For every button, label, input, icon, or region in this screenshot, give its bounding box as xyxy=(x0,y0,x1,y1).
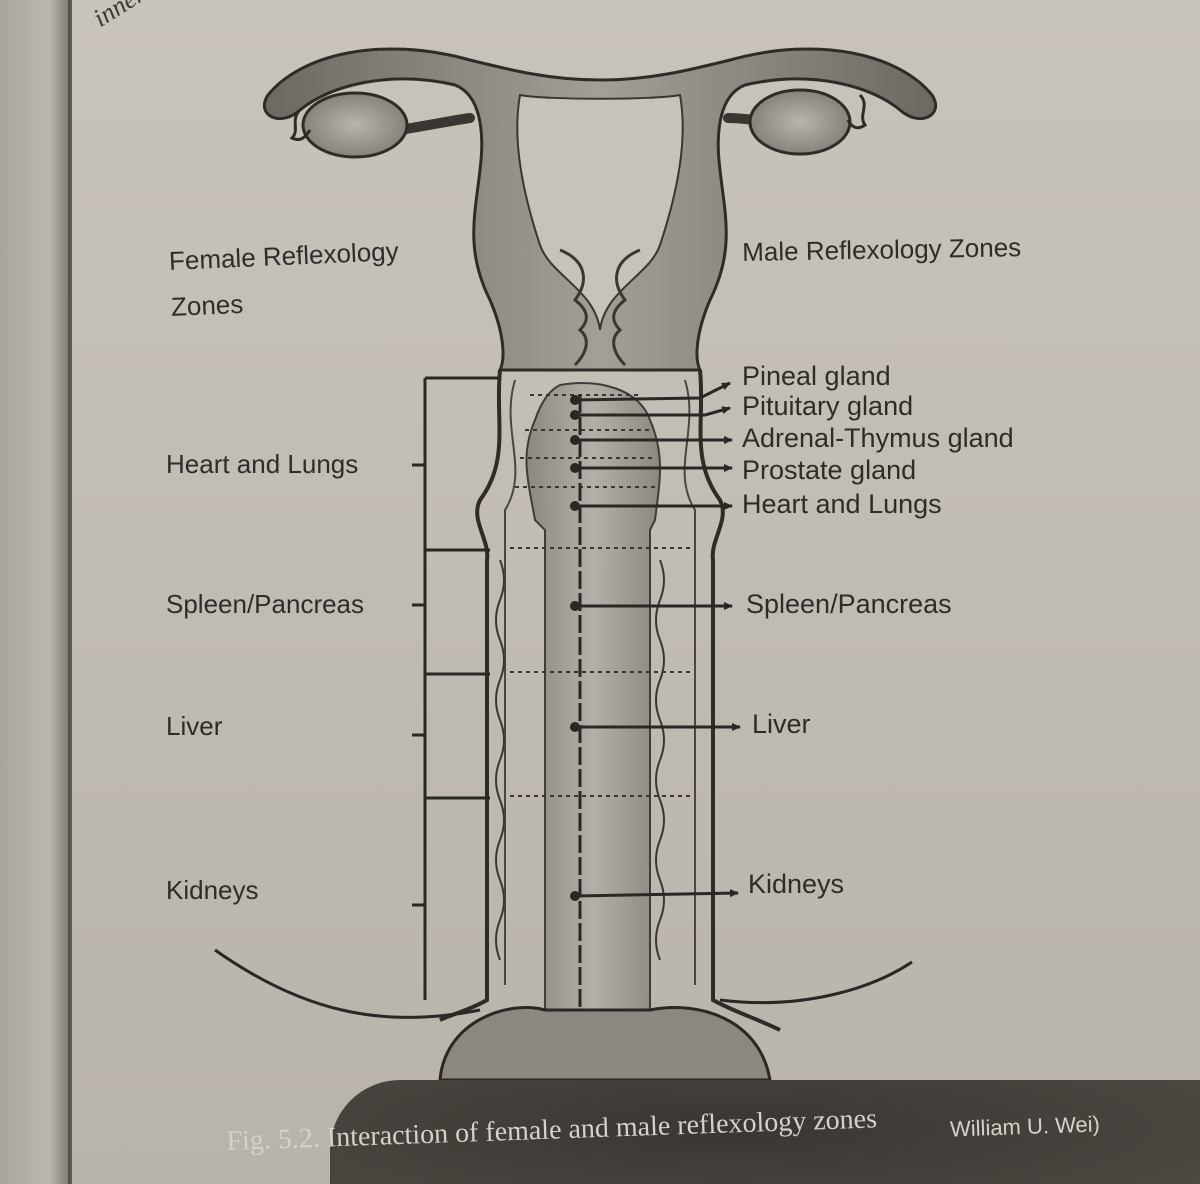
female-heading: Female Reflexology Zones xyxy=(168,225,462,330)
male-zone-pineal: Pineal gland xyxy=(742,362,891,390)
base-shape xyxy=(440,1008,770,1080)
male-zone-pituitary: Pituitary gland xyxy=(742,392,913,420)
pelvic-curve-right xyxy=(720,962,912,1003)
male-zone-kidneys: Kidneys xyxy=(748,870,844,898)
male-zone-heart-lungs: Heart and Lungs xyxy=(742,490,942,518)
left-wavy-line xyxy=(496,560,504,960)
right-wavy-line xyxy=(656,560,664,960)
male-zone-prostate: Prostate gland xyxy=(742,456,916,484)
female-zone-kidneys: Kidneys xyxy=(166,876,259,904)
female-zone-spleen-pancreas: Spleen/Pancreas xyxy=(166,590,364,618)
shaft-shape xyxy=(526,383,660,1100)
female-zone-liver: Liver xyxy=(166,712,222,740)
male-zone-adrenal-thymus: Adrenal-Thymus gland xyxy=(742,424,1014,452)
female-zone-heart-lungs: Heart and Lungs xyxy=(166,450,358,478)
right-ovary xyxy=(750,90,850,154)
figure-credit: William U. Wei) xyxy=(950,1111,1101,1142)
male-zone-liver: Liver xyxy=(752,710,811,738)
male-heading: Male Reflexology Zones xyxy=(742,233,1021,266)
left-ovary xyxy=(303,93,407,157)
right-fimbriae xyxy=(848,95,865,128)
male-zone-spleen-pancreas: Spleen/Pancreas xyxy=(746,590,952,618)
pelvic-curve-left xyxy=(215,950,480,1018)
